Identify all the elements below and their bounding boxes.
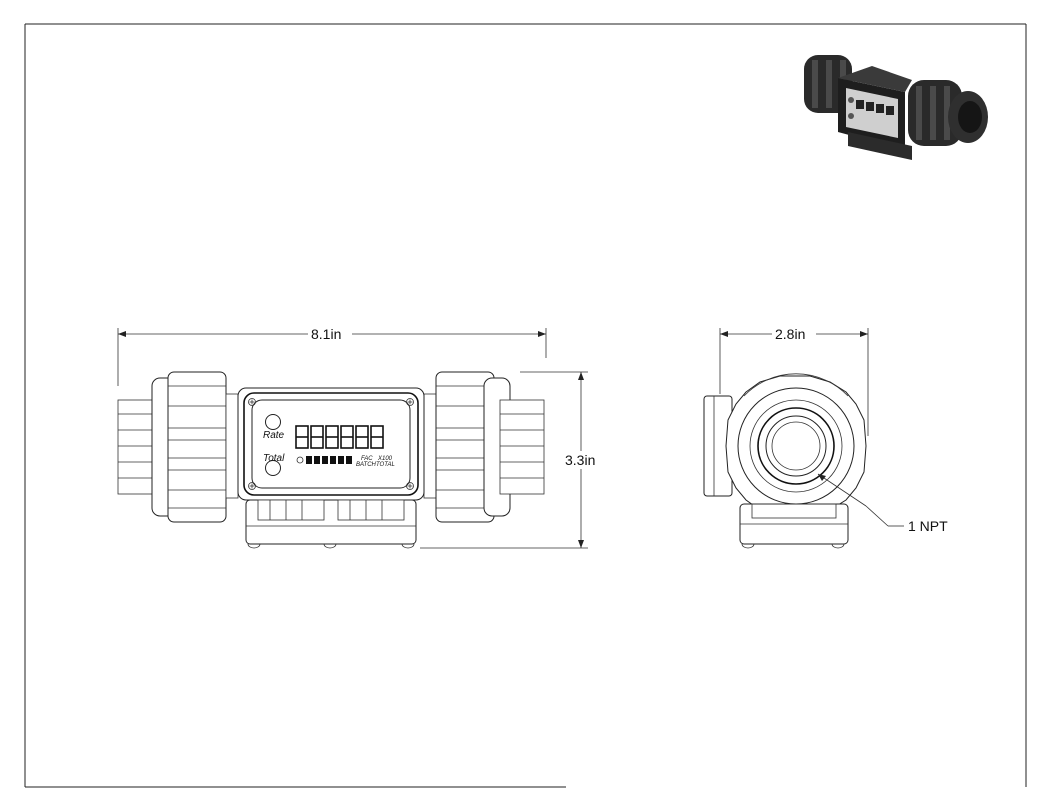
thread-label: 1 NPT [908,518,948,534]
height-dimension-label: 3.3in [565,452,595,468]
width-dimension: 8.1in [117,325,547,386]
rate-button-icon [265,414,281,430]
total-label: Total [263,453,285,464]
corner-screw-icons [248,398,414,490]
lcd-digits [295,425,384,449]
side-view [703,373,867,549]
isometric-thumbnail [804,55,988,160]
lcd-total-label: TOTAL [376,462,395,468]
sheet-border [24,23,1027,788]
depth-dimension-label: 2.8in [775,326,805,342]
lcd-bargraph [306,456,352,464]
total-button-icon [265,460,281,476]
front-view: Rate Total FAC X100 BATCH TOTAL [117,371,545,549]
lcd-fac-label: FAC [361,456,373,462]
rate-label: Rate [263,430,285,441]
width-dimension-label: 8.1in [311,326,341,342]
height-dimension: 3.3in [420,371,606,549]
flow-icon [296,456,304,464]
depth-dimension: 2.8in [719,325,869,436]
thread-callout: 1 NPT [817,473,948,534]
lcd-x100-label: X100 [377,456,393,462]
lcd-batch-label: BATCH [356,462,377,468]
